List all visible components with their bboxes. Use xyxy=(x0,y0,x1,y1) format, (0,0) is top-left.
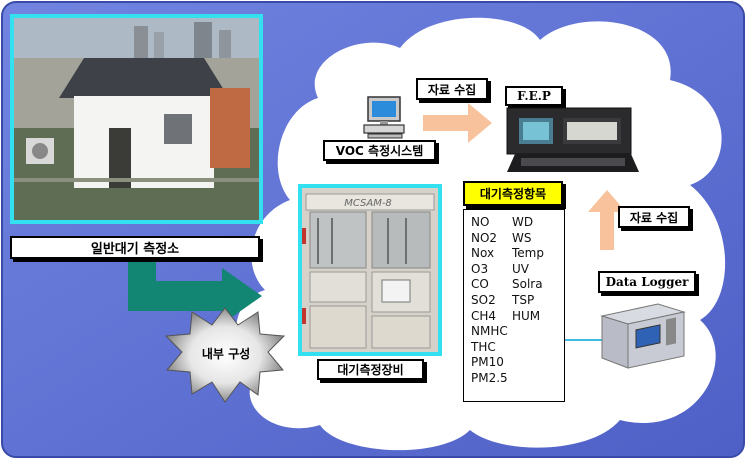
equipment-photo: MCSAM-8 xyxy=(298,184,442,356)
arrow-voc-to-fep xyxy=(423,103,492,143)
logger-label: Data Logger xyxy=(598,271,696,293)
item-meteorology: HUM xyxy=(512,308,541,323)
station-building-image xyxy=(14,18,259,220)
item-meteorology: TSP xyxy=(512,292,535,307)
item-pollutant: CH4 xyxy=(471,308,497,323)
items-col-meteorology: WD WS Temp UV Solra TSP HUM xyxy=(512,215,544,324)
station-label: 일반대기 측정소 xyxy=(10,236,260,259)
item-meteorology: Solra xyxy=(512,277,543,292)
voc-label: VOC 측정시스템 xyxy=(323,140,436,161)
item-pollutant: NO xyxy=(471,215,490,229)
collect-right-label: 자료 수집 xyxy=(618,206,690,228)
item-pollutant: NO2 xyxy=(471,230,498,245)
logger-device-image xyxy=(600,303,686,369)
item-meteorology: WD xyxy=(512,215,534,229)
item-pollutant: THC xyxy=(471,339,496,354)
connector-line xyxy=(565,339,603,341)
items-title: 대기측정항목 xyxy=(463,181,563,206)
item-pollutant: Nox xyxy=(471,246,495,261)
equipment-panel-text: MCSAM-8 xyxy=(344,198,392,209)
station-photo xyxy=(10,14,263,224)
fep-label: F.E.P xyxy=(505,86,563,106)
arrow-station-to-equipment xyxy=(128,258,262,324)
equipment-label: 대기측정장비 xyxy=(317,359,424,380)
item-meteorology: Temp xyxy=(512,246,544,261)
item-pollutant: PM2.5 xyxy=(471,370,508,385)
item-meteorology: UV xyxy=(512,261,529,276)
items-col-pollutants: NO NO2 Nox O3 CO SO2 CH4 NMHC THC PM10 P… xyxy=(471,215,508,387)
collect-top-label: 자료 수집 xyxy=(416,78,488,100)
internal-label: 내부 구성 xyxy=(201,346,251,361)
fep-device-image xyxy=(506,107,639,172)
equipment-cabinet-image: MCSAM-8 xyxy=(302,188,438,352)
computer-icon xyxy=(363,96,405,139)
item-meteorology: WS xyxy=(512,230,532,245)
item-pollutant: CO xyxy=(471,277,489,292)
arrow-logger-to-fep xyxy=(588,190,626,250)
item-pollutant: NMHC xyxy=(471,324,508,339)
internal-burst xyxy=(164,307,286,403)
items-list-box: NO NO2 Nox O3 CO SO2 CH4 NMHC THC PM10 P… xyxy=(463,209,565,402)
item-pollutant: O3 xyxy=(471,261,489,276)
item-pollutant: SO2 xyxy=(471,292,496,307)
item-pollutant: PM10 xyxy=(471,355,504,370)
